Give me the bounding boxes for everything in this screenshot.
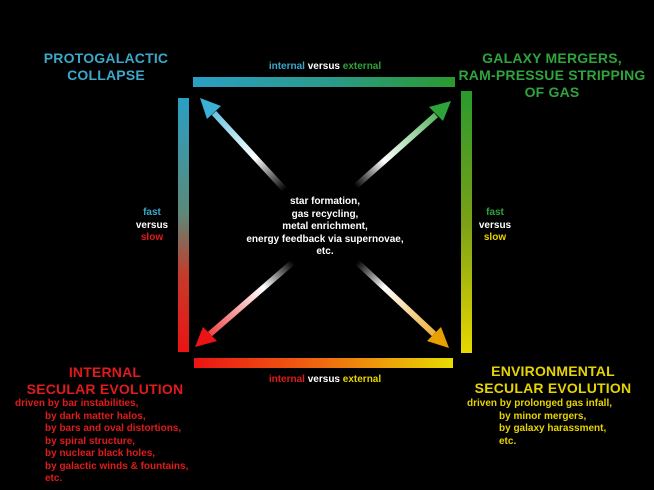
center-line: energy feedback via supernovae, bbox=[246, 233, 404, 245]
internal-detail-line: by dark matter halos, bbox=[45, 410, 146, 422]
right-versus-label: versus bbox=[478, 219, 512, 231]
mergers-title-line: GALAXY MERGERS, bbox=[482, 50, 622, 66]
environmental-title-line: SECULAR EVOLUTION bbox=[474, 380, 632, 396]
top-bar bbox=[193, 77, 455, 87]
environmental-secular-title: ENVIRONMENTAL SECULAR EVOLUTION bbox=[462, 363, 644, 397]
internal-detail-line: driven by bar instabilities, bbox=[15, 398, 139, 409]
internal-detail-line: by nuclear black holes, bbox=[45, 448, 156, 459]
left-bar bbox=[178, 98, 189, 352]
mergers-title-line: OF GAS bbox=[524, 84, 580, 100]
mergers-title: GALAXY MERGERS, RAM-PRESSUE STRIPPING OF… bbox=[452, 50, 652, 101]
environmental-secular-details: driven by prolonged gas infall, by minor… bbox=[467, 398, 652, 448]
mergers-title-line: RAM-PRESSUE STRIPPING bbox=[458, 67, 646, 83]
top-versus-label: versus bbox=[307, 61, 340, 72]
internal-secular-title: INTERNAL SECULAR EVOLUTION bbox=[15, 364, 195, 398]
top-internal-label: internal bbox=[268, 61, 305, 72]
center-line: metal enrichment, bbox=[282, 221, 368, 232]
arrow-to-protogalactic bbox=[200, 98, 288, 193]
environmental-detail-line: by galaxy harassment, bbox=[499, 423, 607, 434]
arrow-to-internal bbox=[195, 259, 295, 347]
center-processes: star formation, gas recycling, metal enr… bbox=[225, 196, 425, 259]
right-slow-label: slow bbox=[483, 232, 507, 243]
internal-detail-line: by galactic winds & fountains, bbox=[45, 460, 189, 472]
internal-title-line: INTERNAL bbox=[68, 364, 142, 380]
center-line: star formation, bbox=[289, 196, 360, 207]
left-axis-label: fast versus slow bbox=[125, 207, 179, 245]
right-fast-label: fast bbox=[486, 207, 504, 218]
environmental-title-line: ENVIRONMENTAL bbox=[491, 363, 615, 379]
right-axis-label: fast versus slow bbox=[468, 207, 522, 245]
internal-detail-line: by spiral structure, bbox=[45, 435, 136, 447]
arrow-to-environmental bbox=[354, 259, 449, 348]
environmental-detail-line: etc. bbox=[499, 435, 517, 447]
protogalactic-title-line: PROTOGALACTIC bbox=[43, 50, 169, 66]
center-line: gas recycling, bbox=[291, 208, 359, 220]
top-axis-label: internal versus external bbox=[220, 61, 430, 74]
right-bar bbox=[461, 91, 472, 353]
internal-secular-details: driven by bar instabilities, by dark mat… bbox=[15, 398, 215, 486]
bottom-bar bbox=[194, 358, 453, 368]
internal-detail-line: etc. bbox=[45, 473, 63, 484]
bottom-external-label: external bbox=[342, 374, 382, 385]
arrow-to-mergers bbox=[354, 101, 451, 189]
bottom-internal-label: internal bbox=[268, 374, 305, 385]
center-line: etc. bbox=[316, 246, 334, 257]
left-fast-label: fast bbox=[143, 207, 161, 218]
internal-detail-line: by bars and oval distortions, bbox=[45, 423, 182, 434]
protogalactic-title: PROTOGALACTIC COLLAPSE bbox=[36, 50, 176, 84]
left-slow-label: slow bbox=[140, 232, 164, 243]
bottom-versus-label: versus bbox=[307, 374, 340, 385]
internal-title-line: SECULAR EVOLUTION bbox=[26, 381, 184, 397]
environmental-detail-line: by minor mergers, bbox=[499, 410, 587, 422]
top-external-label: external bbox=[342, 61, 382, 72]
environmental-detail-line: driven by prolonged gas infall, bbox=[467, 398, 613, 409]
left-versus-label: versus bbox=[135, 219, 169, 231]
bottom-axis-label: internal versus external bbox=[220, 374, 430, 387]
protogalactic-title-line: COLLAPSE bbox=[67, 67, 145, 83]
